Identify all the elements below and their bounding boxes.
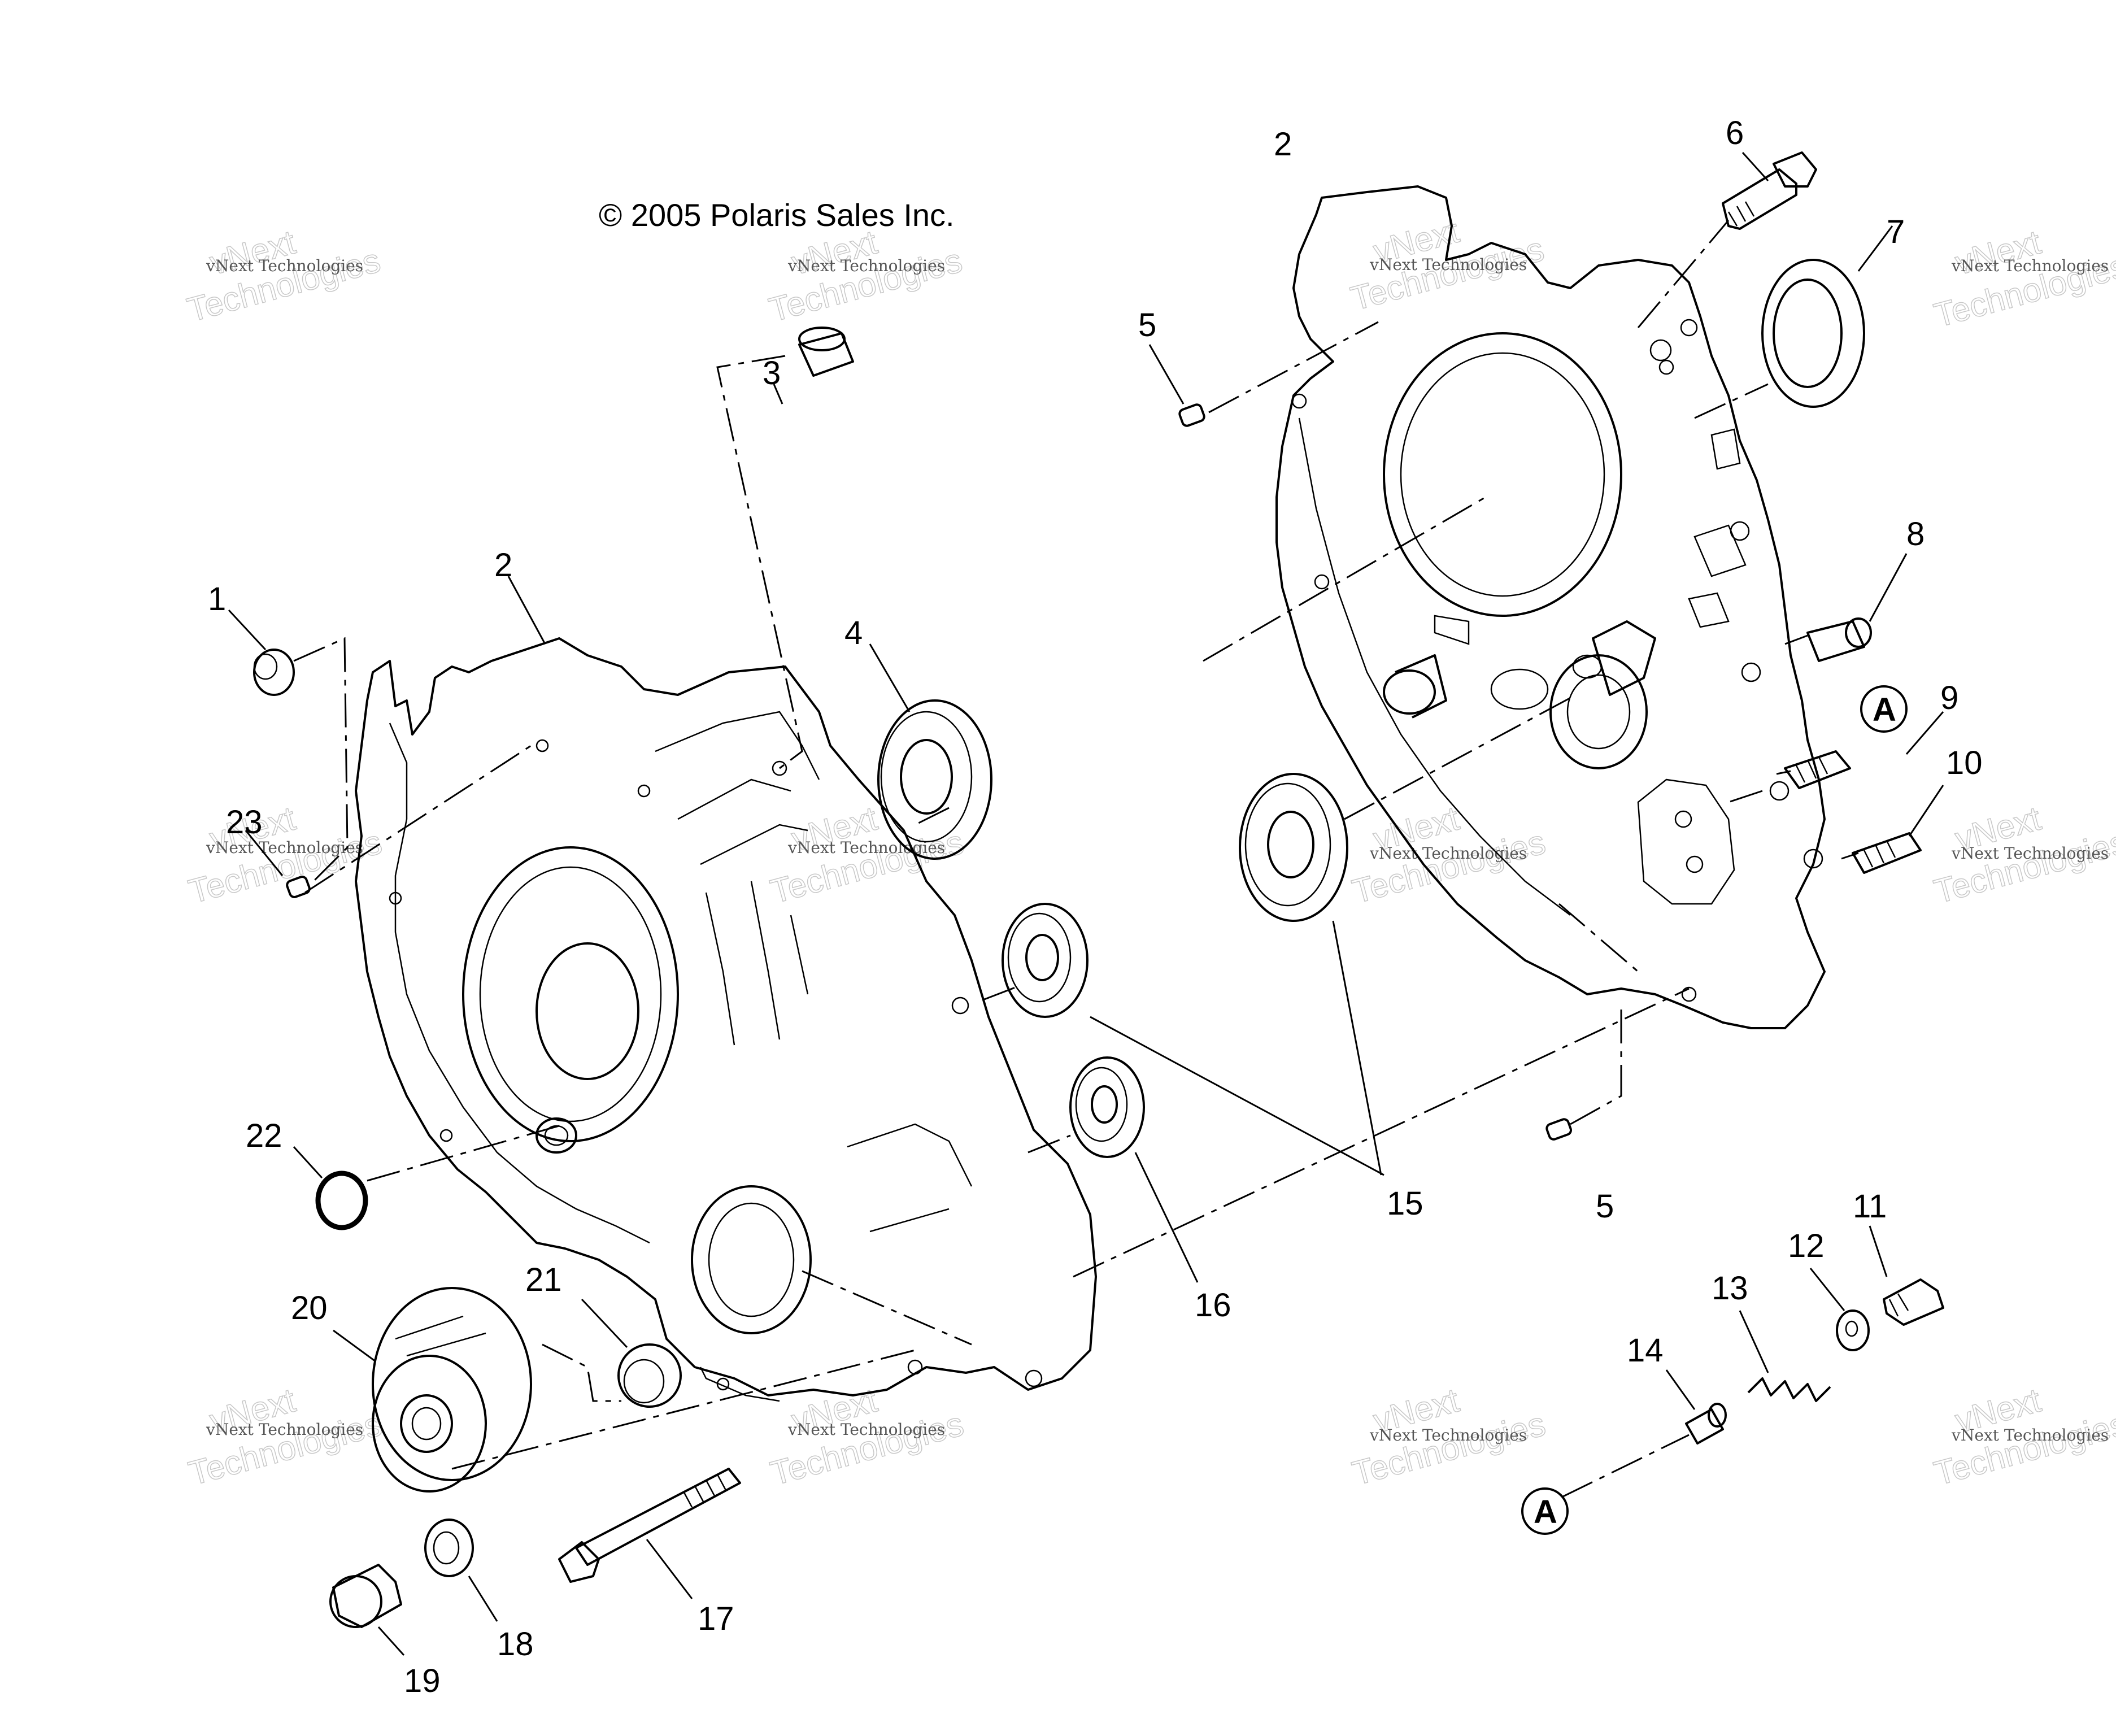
watermark-text: vNext Technologies [1951, 844, 2109, 863]
part-15-bearing-upper [1239, 773, 1348, 922]
callout-10: 10 [1946, 745, 1983, 781]
watermark: vNext Technologies vNext Technologies [184, 1381, 386, 1493]
callout-8: 8 [1906, 516, 1925, 552]
watermark: vNext Technologies vNext Technologies [1930, 1381, 2116, 1493]
callout-2-left: 2 [494, 547, 512, 584]
part-6-bolt [1722, 151, 1817, 230]
callout-21: 21 [525, 1261, 562, 1298]
part-14-plunger [1685, 1403, 1727, 1445]
watermark: vNext Technologies vNext Technologies [1347, 211, 1548, 318]
callout-20: 20 [291, 1290, 328, 1326]
watermark-text: vNext Technologies [787, 1420, 945, 1439]
part-11-bolt [1883, 1278, 1944, 1326]
part-16-bearing [1069, 1056, 1145, 1158]
callout-16: 16 [1195, 1287, 1231, 1324]
callout-2-right: 2 [1274, 126, 1292, 163]
part-18-washer [424, 1519, 474, 1577]
part-9-fitting [1784, 750, 1851, 789]
callout-18: 18 [497, 1626, 534, 1663]
reference-a-upper: A [1860, 685, 1908, 733]
copyright-text: © 2005 Polaris Sales Inc. [599, 197, 955, 233]
watermark-text: vNext Technologies [787, 256, 945, 275]
callout-5-top: 5 [1138, 307, 1156, 343]
right-crankcase-half [1275, 185, 1826, 1029]
watermark: vNext Technologies vNext Technologies [765, 223, 966, 329]
watermark: vNext Technologies vNext Technologies [1348, 1381, 1549, 1493]
callout-9: 9 [1940, 680, 1958, 716]
watermark: vNext Technologies vNext Technologies [184, 799, 386, 911]
part-13-spring [1747, 1377, 1831, 1402]
watermark-text: vNext Technologies [206, 838, 363, 857]
part-10-fitting [1852, 832, 1922, 874]
callout-labels: 1 2 2 3 4 5 5 6 7 8 9 10 11 12 13 14 15 … [208, 115, 1983, 1699]
watermark-text: vNext Technologies [1369, 844, 1527, 863]
part-8-plug [1806, 617, 1872, 662]
part-22-o-ring [315, 1171, 368, 1230]
watermark: vNext Technologies vNext Technologies [183, 223, 385, 329]
watermark: vNext Technologies vNext Technologies [1930, 223, 2116, 335]
watermark-text: vNext Technologies [206, 1420, 363, 1439]
callout-15: 15 [1387, 1185, 1423, 1222]
callout-6: 6 [1726, 115, 1744, 151]
part-4-bearing [877, 699, 992, 860]
callout-5-bottom: 5 [1596, 1188, 1614, 1225]
callout-23: 23 [226, 804, 263, 841]
reference-a-label: A [1534, 1494, 1557, 1530]
callout-14: 14 [1627, 1332, 1664, 1369]
callout-12: 12 [1788, 1228, 1825, 1264]
callout-17: 17 [698, 1600, 734, 1637]
watermark-text: vNext Technologies [1951, 1426, 2109, 1445]
part-12-washer [1836, 1309, 1870, 1351]
callout-7: 7 [1887, 214, 1905, 250]
part-17-long-bolt [558, 1468, 741, 1583]
watermark-text: vNext Technologies [206, 256, 363, 275]
callout-3: 3 [763, 355, 781, 391]
watermark-text: vNext Technologies [1369, 1426, 1527, 1445]
watermark-text: vNext Technologies [1369, 255, 1527, 274]
callout-1: 1 [208, 581, 226, 617]
watermark: vNext Technologies vNext Technologies [766, 1381, 968, 1493]
reference-a-lower: A [1521, 1487, 1569, 1535]
part-23-dowel-pin [286, 876, 311, 898]
callout-4: 4 [844, 615, 863, 651]
left-crankcase-half [355, 637, 1097, 1402]
callout-11: 11 [1853, 1188, 1887, 1225]
part-15-bearing-lower [1002, 903, 1089, 1018]
watermark-text: vNext Technologies [1951, 256, 2109, 275]
callout-22: 22 [246, 1117, 282, 1154]
part-3-bushing [798, 327, 854, 377]
part-7-oil-seal [1761, 259, 1865, 408]
part-20-pulley [372, 1287, 532, 1493]
leader-lines [228, 151, 1944, 1656]
part-5-dowel-pin-top [1178, 403, 1205, 427]
callout-13: 13 [1712, 1270, 1748, 1307]
part-5-dowel-pin-bottom [1545, 1118, 1572, 1141]
part-21-seal [617, 1343, 682, 1408]
part-1-dowel-sleeve [253, 649, 295, 696]
reference-a-label: A [1873, 691, 1896, 728]
part-19-drain-plug [329, 1564, 402, 1628]
callout-19: 19 [404, 1663, 441, 1699]
watermark: vNext Technologies vNext Technologies [1930, 799, 2116, 911]
